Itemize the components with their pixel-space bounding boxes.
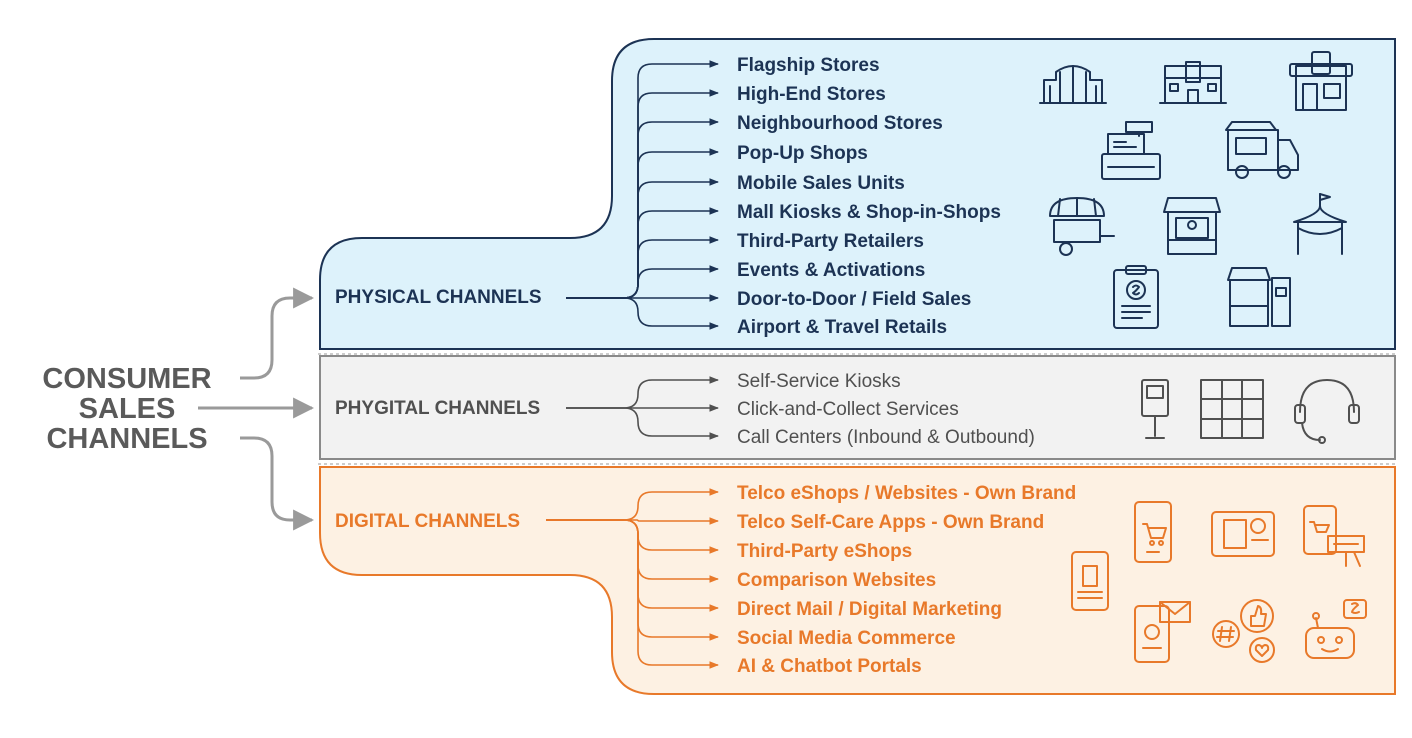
mobile-shopping-cart-icon [1134,501,1172,563]
office-building-icon [1039,65,1107,104]
title-line-2: SALES [79,393,176,425]
social-media-icon [1212,599,1275,663]
physical-item: Neighbourhood Stores [737,113,943,134]
digital-section-bg [319,466,1396,695]
physical-item: Pop-Up Shops [737,143,868,164]
physical-items: Flagship Stores High-End Stores Neighbou… [737,55,1001,338]
phygital-item: Self-Service Kiosks [737,371,901,392]
headset-icon [1294,379,1360,444]
title-line-1: CONSUMER [42,363,211,395]
mobile-app-icon [1071,551,1109,611]
digital-item: Direct Mail / Digital Marketing [737,599,1002,620]
storefront-building-icon [1159,61,1227,104]
digital-item: Telco eShops / Websites - Own Brand [737,483,1076,504]
physical-item: Events & Activations [737,260,925,281]
digital-items: Telco eShops / Websites - Own Brand Telc… [737,483,1076,677]
event-tent-icon [1293,193,1347,255]
physical-branch-arrow [566,297,719,330]
physical-item: Door-to-Door / Field Sales [737,289,971,310]
mobile-mail-payment-icon [1134,601,1191,663]
physical-item: Third-Party Retailers [737,231,924,252]
digital-branch-arrow [546,517,719,525]
chatbot-icon [1305,599,1367,659]
kiosk-stall-icon [1163,197,1221,255]
tablet-payment-icon [1211,511,1275,557]
cash-register-icon [1101,121,1161,180]
physical-channels-label: PHYSICAL CHANNELS [335,287,542,308]
digital-item: Social Media Commerce [737,628,956,649]
physical-item: Flagship Stores [737,55,880,76]
digital-item: Telco Self-Care Apps - Own Brand [737,512,1044,533]
main-title: CONSUMER SALES CHANNELS [42,363,211,455]
physical-item: Mall Kiosks & Shop-in-Shops [737,202,1001,223]
digital-branch-arrow [546,519,719,669]
digital-item: AI & Chatbot Portals [737,656,922,677]
physical-branch-tree [566,60,719,330]
self-service-kiosk-icon [1141,379,1169,439]
physical-item: High-End Stores [737,84,886,105]
connector-to-physical [240,287,315,380]
title-line-3: CHANNELS [46,423,207,455]
receipt-clipboard-icon [1113,265,1159,329]
phygital-channels-label: PHYGITAL CHANNELS [335,398,540,419]
phygital-branch-arrow [566,407,719,440]
digital-item: Third-Party eShops [737,541,912,562]
food-cart-icon [1049,197,1115,256]
physical-item: Mobile Sales Units [737,173,905,194]
connector-to-digital [240,436,315,531]
delivery-truck-icon [1225,121,1299,179]
phygital-section-bg [319,355,1396,460]
digital-branch-tree [546,488,719,669]
shop-front-icon [1289,51,1353,111]
phygital-branch-tree [566,376,719,440]
physical-item: Airport & Travel Retails [737,317,947,338]
digital-channels-label: DIGITAL CHANNELS [335,511,520,532]
phygital-item: Click-and-Collect Services [737,399,959,420]
parcel-locker-icon [1200,379,1264,439]
booth-with-atm-icon [1227,267,1291,327]
digital-item: Comparison Websites [737,570,936,591]
phygital-item: Call Centers (Inbound & Outbound) [737,427,1035,448]
online-shopping-keyboard-icon [1303,505,1365,567]
phygital-items: Self-Service Kiosks Click-and-Collect Se… [737,371,1035,448]
